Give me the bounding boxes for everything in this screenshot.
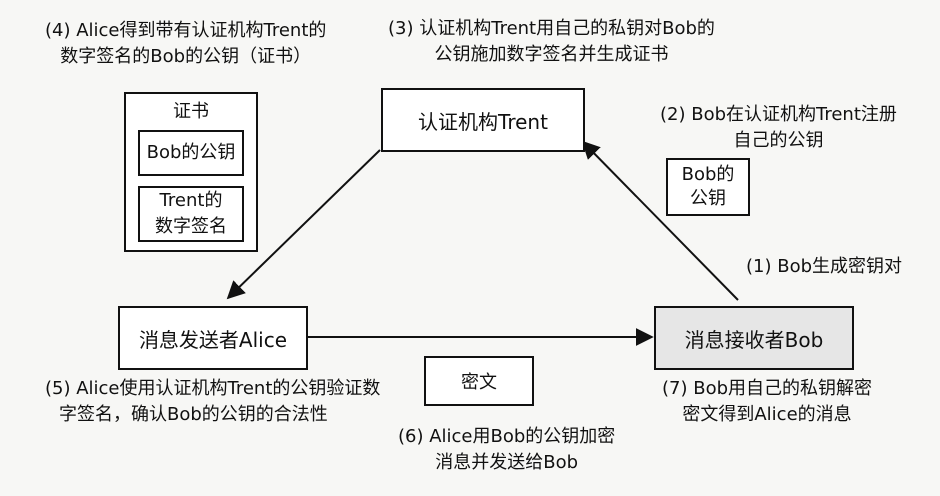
certificate-signature-line2: 数字签名 [155,216,227,237]
certificate-signature-line1: Trent的 [159,190,223,211]
step6-line1: (6) Alice用Bob的公钥加密 [398,426,616,447]
ciphertext-box: 密文 [424,356,534,406]
step7-line2: 密文得到Alice的消息 [682,404,852,425]
certificate-signature: Trent的 数字签名 [138,186,244,242]
step4-line1: (4) Alice得到带有认证机构Trent的 [45,20,327,41]
bob-key-line1: Bob的 [681,164,735,185]
certificate-public-key: Bob的公钥 [138,130,244,176]
alice-node: 消息发送者Alice [118,306,308,370]
step6-line2: 消息并发送给Bob [435,452,579,473]
step5-line2: 字签名，确认Bob的公钥的合法性 [59,404,328,425]
step1-label: (1) Bob生成密钥对 [746,256,903,277]
step5-line1: (5) Alice使用认证机构Trent的公钥验证数 [45,378,381,399]
step7-line1: (7) Bob用自己的私钥解密 [662,378,873,399]
bob-node: 消息接收者Bob [654,306,854,370]
arrow-trent-to-alice [226,149,381,300]
step2-line2: 自己的公钥 [733,130,824,151]
step7-label: (7) Bob用自己的私钥解密 密文得到Alice的消息 [662,376,872,428]
arrow-bob-to-trent [581,140,739,301]
bob-key-line2: 公钥 [690,188,726,209]
trent-node: 认证机构Trent [381,88,585,152]
step2-label: (2) Bob在认证机构Trent注册 自己的公钥 [660,102,897,154]
step2-line1: (2) Bob在认证机构Trent注册 [660,104,897,125]
certificate: 证书 Bob的公钥 Trent的 数字签名 [124,92,258,252]
step5-label: (5) Alice使用认证机构Trent的公钥验证数 字签名，确认Bob的公钥的… [45,376,380,428]
step3-line2: 公钥施加数字签名并生成证书 [434,44,669,65]
certificate-title: 证书 [173,101,209,122]
step4-line2: 数字签名的Bob的公钥（证书） [60,46,312,67]
step4-label: (4) Alice得到带有认证机构Trent的 数字签名的Bob的公钥（证书） [45,18,326,70]
step6-label: (6) Alice用Bob的公钥加密 消息并发送给Bob [398,424,615,476]
step3-line1: (3) 认证机构Trent用自己的私钥对Bob的 [388,18,715,39]
step3-label: (3) 认证机构Trent用自己的私钥对Bob的 公钥施加数字签名并生成证书 [388,16,715,68]
bob-public-key-box: Bob的 公钥 [666,158,750,216]
